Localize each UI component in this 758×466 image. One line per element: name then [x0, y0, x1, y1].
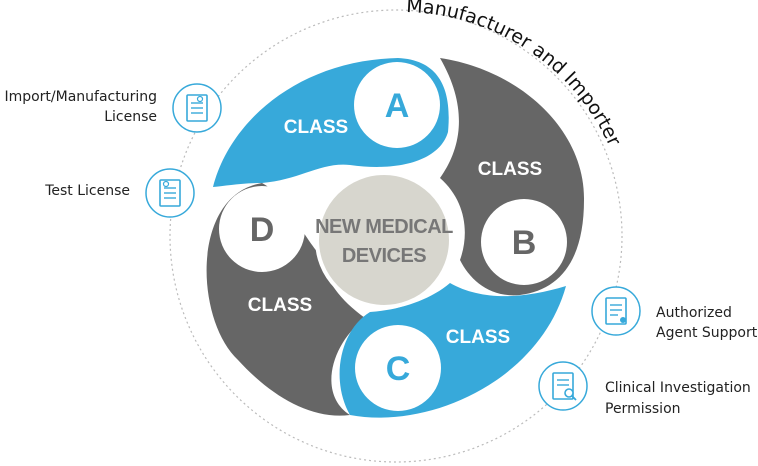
class-b-circle	[481, 199, 567, 285]
center-label-line2: DEVICES	[342, 245, 426, 267]
agent-support-label-line1: Authorized	[656, 305, 732, 321]
class-d-letter: D	[250, 211, 275, 249]
import-license-label-line1: Import/Manufacturing	[4, 89, 157, 105]
class-c-circle	[355, 325, 441, 411]
outer-dotted-ring	[169, 9, 623, 463]
center-label-line1: NEW MEDICAL	[315, 216, 453, 238]
class-d-word: CLASS	[248, 295, 312, 316]
class-b-word: CLASS	[478, 159, 542, 180]
class-a-letter: A	[385, 87, 410, 125]
class-c-word: CLASS	[446, 327, 510, 348]
document-certificate-icon	[172, 83, 222, 133]
class-b-letter: B	[512, 224, 537, 262]
class-c-letter: C	[386, 350, 411, 388]
center-circle	[315, 171, 453, 309]
test-license-label: Test License	[44, 183, 130, 199]
class-a-circle	[354, 62, 440, 148]
agent-support-label-line2: Agent Support	[656, 325, 758, 341]
document-search-icon	[538, 361, 588, 411]
clinical-label-line1: Clinical Investigation	[605, 380, 751, 396]
class-d-circle	[219, 186, 305, 272]
import-license-label-line2: License	[104, 109, 157, 125]
document-certificate-icon	[145, 168, 195, 218]
document-badge-icon	[591, 286, 641, 336]
clinical-label-line2: Permission	[605, 401, 681, 417]
class-a-word: CLASS	[284, 117, 348, 138]
